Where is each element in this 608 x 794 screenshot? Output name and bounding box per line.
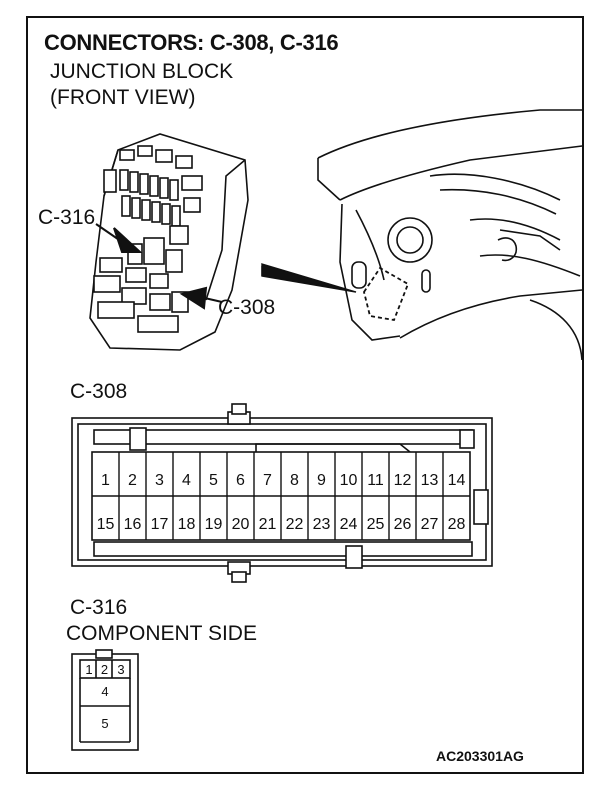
c308-pin: 17 bbox=[150, 516, 169, 533]
c308-pin: 6 bbox=[236, 472, 245, 489]
c308-pin: 1 bbox=[101, 472, 110, 489]
c308-heading: C-308 bbox=[70, 380, 128, 403]
c308-pin: 3 bbox=[155, 472, 164, 489]
c308-pin: 19 bbox=[204, 516, 223, 533]
figure-id: AC203301AG bbox=[436, 748, 524, 764]
c308-pin: 5 bbox=[209, 472, 218, 489]
junction-block-label: JUNCTION BLOCK bbox=[50, 60, 234, 83]
dashboard-drawing bbox=[317, 109, 583, 361]
c308-pin: 18 bbox=[177, 516, 196, 533]
c308-pin: 7 bbox=[263, 472, 272, 489]
location-pointer bbox=[261, 263, 357, 293]
c308-pin-dividers bbox=[118, 452, 444, 540]
c308-pin: 25 bbox=[366, 516, 385, 533]
c308-pin: 14 bbox=[447, 472, 466, 489]
c308-callout-arrow bbox=[179, 286, 223, 310]
c308-pin: 16 bbox=[123, 516, 142, 533]
front-view-label: (FRONT VIEW) bbox=[50, 86, 196, 109]
c316-heading: C-316 bbox=[70, 596, 128, 619]
c308-pin: 9 bbox=[317, 472, 326, 489]
diagram-title: CONNECTORS: C-308, C-316 bbox=[44, 30, 339, 55]
c308-pin: 12 bbox=[393, 472, 412, 489]
c308-pin: 27 bbox=[420, 516, 439, 533]
c316-pin-2: 2 bbox=[100, 662, 109, 677]
c308-callout-label: C-308 bbox=[218, 296, 276, 319]
c308-pin: 21 bbox=[258, 516, 277, 533]
c316-callout-label: C-316 bbox=[38, 206, 96, 229]
component-side-label: COMPONENT SIDE bbox=[66, 622, 257, 645]
c316-pin-4: 4 bbox=[101, 684, 109, 699]
c308-pin: 4 bbox=[182, 472, 191, 489]
c308-connector-housing bbox=[71, 403, 493, 583]
c308-pin: 10 bbox=[339, 472, 358, 489]
c308-pin: 2 bbox=[128, 472, 137, 489]
c308-pin: 11 bbox=[367, 472, 384, 489]
c316-callout-arrow bbox=[95, 223, 143, 253]
c316-pin-5: 5 bbox=[101, 716, 109, 731]
c316-pin-1: 1 bbox=[85, 662, 93, 677]
c308-pin: 8 bbox=[290, 472, 299, 489]
diagram-frame bbox=[26, 16, 584, 774]
c308-pin: 13 bbox=[420, 472, 439, 489]
c308-pin: 15 bbox=[96, 516, 115, 533]
c316-pin-3: 3 bbox=[117, 662, 125, 677]
junction-block-location-dashed bbox=[363, 266, 410, 322]
junction-block-drawing bbox=[89, 133, 249, 351]
c308-pin: 22 bbox=[285, 516, 304, 533]
c308-pin: 23 bbox=[312, 516, 331, 533]
c308-pin: 24 bbox=[339, 516, 358, 533]
c308-pin: 28 bbox=[447, 516, 466, 533]
c308-pin: 26 bbox=[393, 516, 412, 533]
c308-pin: 20 bbox=[231, 516, 250, 533]
